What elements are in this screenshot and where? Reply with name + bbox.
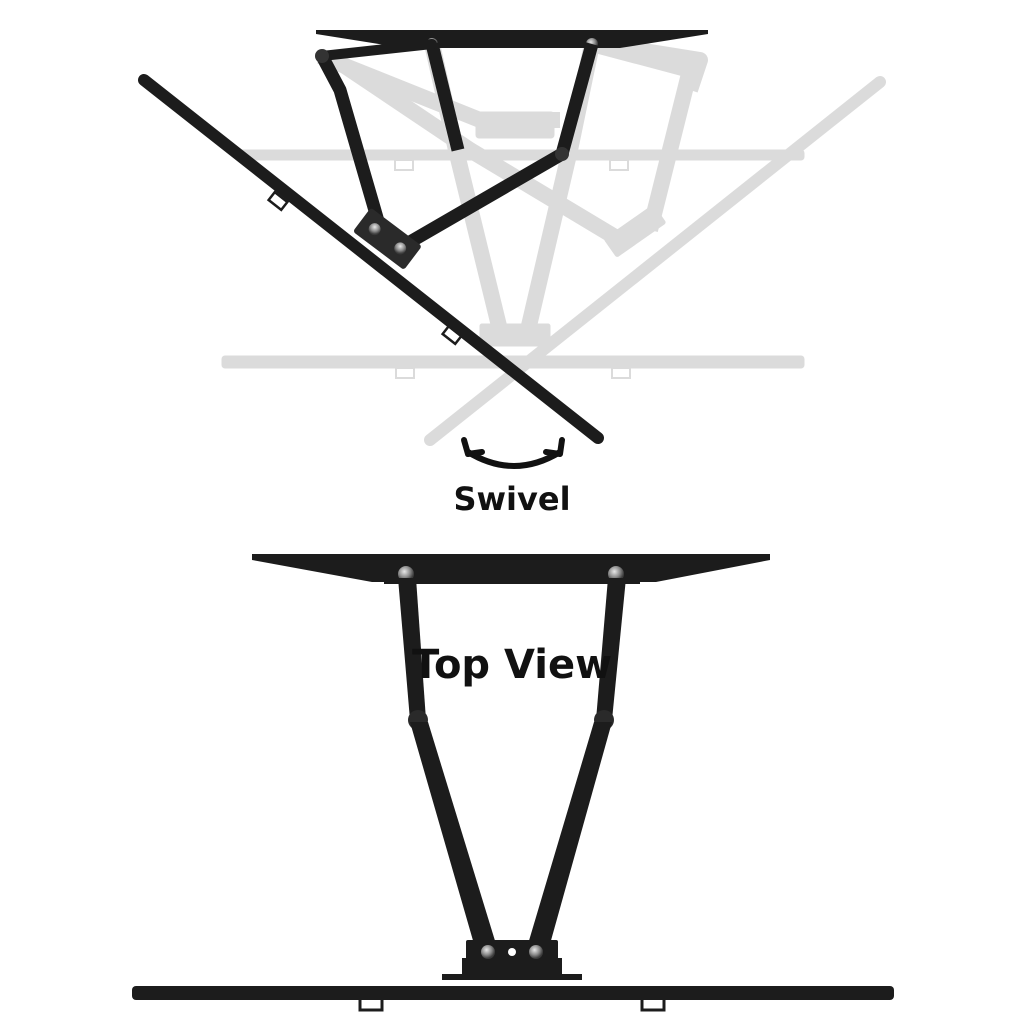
top-view-label: Top View xyxy=(412,642,612,688)
arm-lower-right xyxy=(528,722,612,944)
ghost-positions xyxy=(221,36,886,446)
arm-lower-left xyxy=(410,722,496,944)
arm-left xyxy=(425,42,465,152)
arm-link-top xyxy=(317,39,437,61)
bolt-icon xyxy=(529,945,543,959)
swivel-illustration: Swivel xyxy=(138,30,886,518)
tv-rail-horizontal xyxy=(132,986,894,1000)
tv-rail-diagonal xyxy=(138,74,604,444)
tv-bracket-plate xyxy=(354,208,421,269)
arm-upper-right xyxy=(596,578,626,720)
arm-left-outer xyxy=(316,52,387,230)
arm-upper-left xyxy=(398,578,426,720)
ghost-tv-bar-upper xyxy=(235,149,805,161)
top-view-illustration: Top View xyxy=(132,554,894,1012)
swivel-label: Swivel xyxy=(453,480,570,518)
ghost-tv-bar-diagonal xyxy=(424,76,886,446)
curved-double-arrow-icon xyxy=(461,437,565,469)
bolt-icon xyxy=(481,945,495,959)
rail-clips xyxy=(358,996,666,1012)
dark-position xyxy=(138,30,708,444)
